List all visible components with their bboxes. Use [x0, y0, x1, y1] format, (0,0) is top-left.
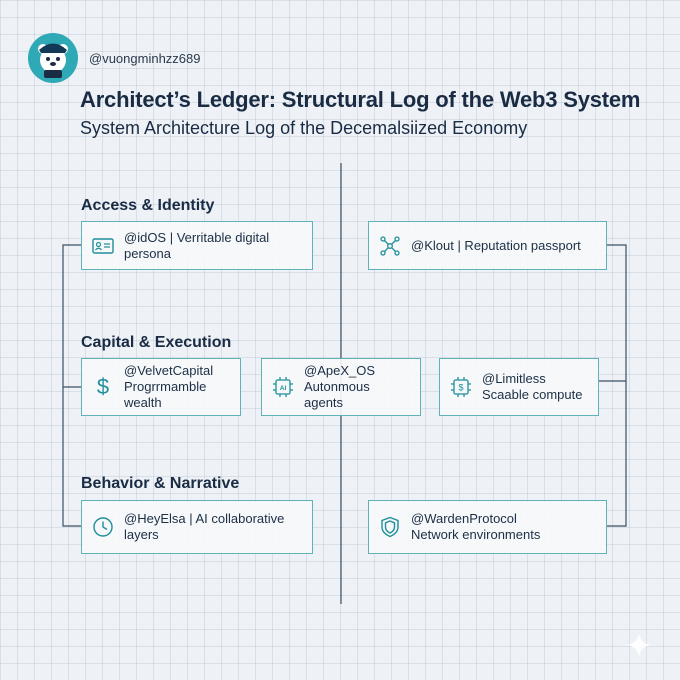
node-heyelsa[interactable]: @HeyElsa | AI collaborative layers	[81, 500, 313, 554]
id-card-icon	[92, 235, 114, 257]
node-limitless-desc: Scaable compute	[482, 387, 583, 402]
page-title: Architect’s Ledger: Structural Log of th…	[80, 87, 641, 112]
node-wardenprotocol-desc: Network environments	[411, 527, 541, 542]
right-bracket	[607, 244, 627, 527]
node-klout-text: @Klout | Reputation passport	[411, 237, 581, 253]
node-idos[interactable]: @idOS | Verritable digital persona	[81, 221, 313, 270]
node-apex-os-name: @ApeX_OS	[304, 363, 376, 378]
node-limitless-name: @Limitless	[482, 371, 546, 386]
clock-icon	[92, 516, 114, 538]
dollar-chip-icon: $	[450, 376, 472, 398]
node-heyelsa-desc: layers	[124, 527, 159, 542]
author-handle[interactable]: @vuongminhzz689	[89, 51, 201, 66]
node-heyelsa-name: @HeyElsa | AI collaborative	[124, 511, 285, 526]
node-apex-os-desc: Autonmous agents	[304, 379, 370, 410]
left-bracket	[62, 244, 81, 527]
dollar-icon: $	[96, 374, 110, 399]
network-icon	[379, 235, 401, 257]
node-wardenprotocol[interactable]: @WardenProtocol Network environments	[368, 500, 607, 554]
svg-text:$: $	[458, 383, 463, 393]
avatar	[28, 33, 78, 83]
sparkle-icon	[627, 633, 651, 657]
node-velvetcapital[interactable]: $ @VelvetCapital Progrrmamble wealth	[81, 358, 241, 416]
ai-chip-icon: AI	[272, 376, 294, 398]
node-wardenprotocol-name: @WardenProtocol	[411, 511, 517, 526]
section-title-capital: Capital & Execution	[81, 334, 232, 351]
svg-text:AI: AI	[280, 385, 287, 392]
node-idos-text: @idOS | Verritable digital persona	[124, 229, 270, 261]
section-title-behavior: Behavior & Narrative	[81, 475, 240, 492]
node-limitless[interactable]: $ @Limitless Scaable compute	[439, 358, 599, 416]
node-apex-os[interactable]: AI @ApeX_OS Autonmous agents	[261, 358, 421, 416]
node-klout[interactable]: @Klout | Reputation passport	[368, 221, 607, 270]
node-velvetcapital-desc: Progrrmamble wealth	[124, 379, 207, 410]
section-title-access: Access & Identity	[81, 197, 215, 214]
shield-icon	[379, 516, 401, 538]
page-subtitle: System Architecture Log of the Decemalsi…	[80, 118, 528, 138]
node-velvetcapital-name: @VelvetCapital	[124, 363, 214, 378]
